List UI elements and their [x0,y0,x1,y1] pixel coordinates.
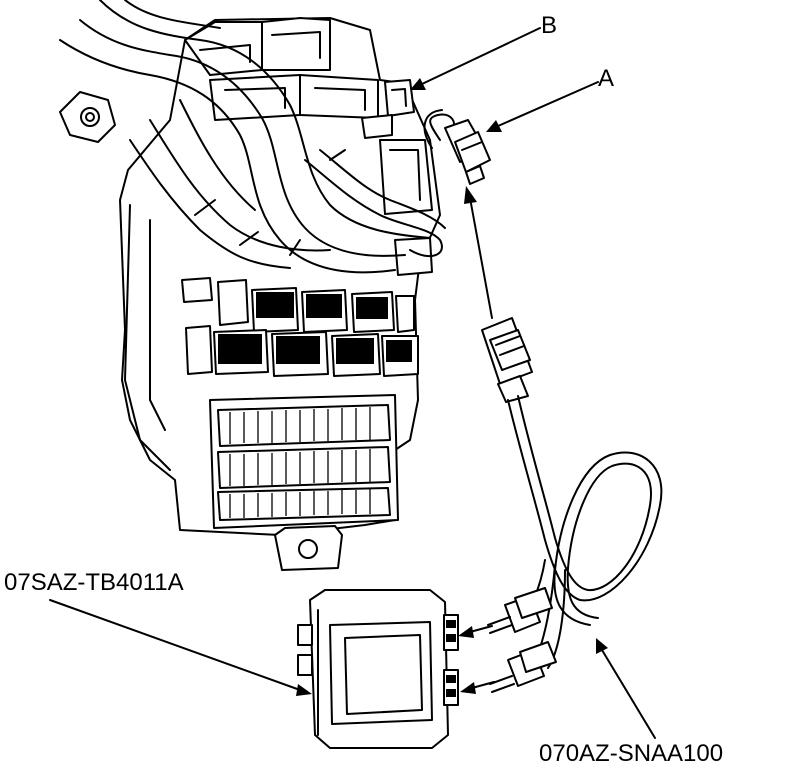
test-cable-part-number: 070AZ-SNAA100 [539,740,724,767]
callout-label-a: A [598,65,615,92]
test-box-part-number: 07SAZ-TB4011A [4,569,184,596]
harness-connector [464,186,533,403]
connection-arrows [458,625,495,694]
connector-a [423,109,491,185]
leader-lines [49,27,656,739]
callout-label-b: B [541,12,558,39]
wire-harness [59,0,446,274]
test-cable [487,395,663,693]
test-box [297,589,459,749]
fuse-relay-box [59,17,441,571]
